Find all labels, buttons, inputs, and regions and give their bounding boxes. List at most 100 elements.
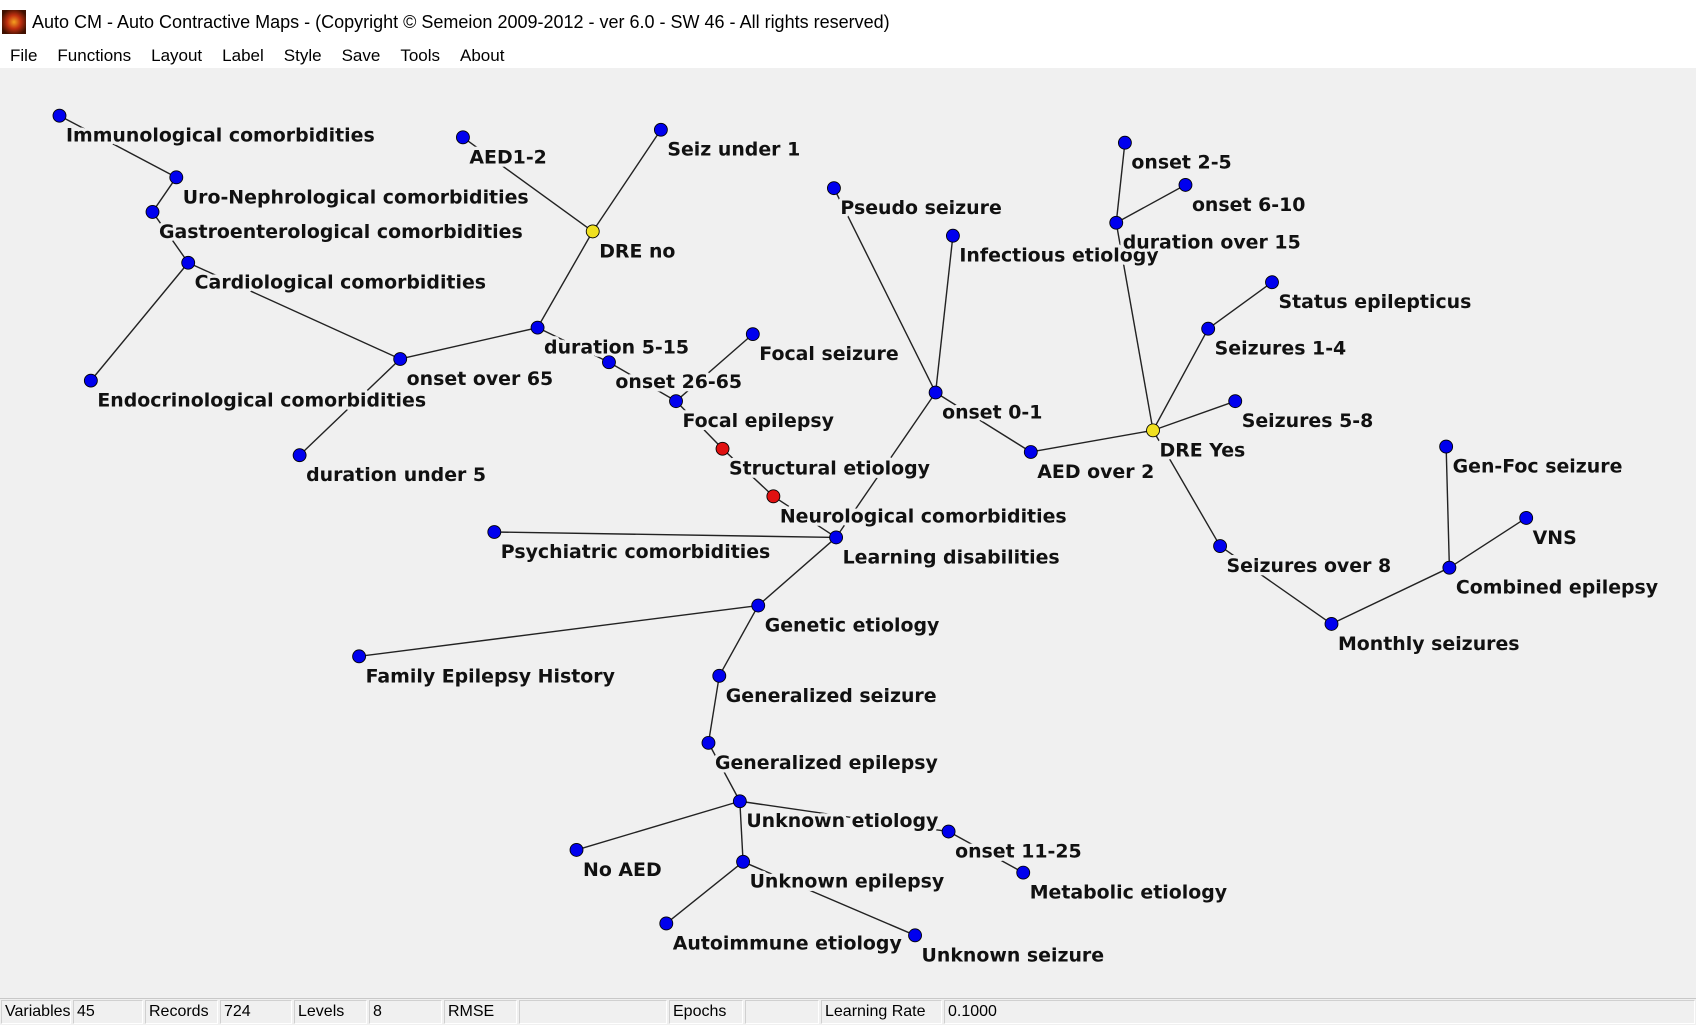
node-cardio[interactable] xyxy=(181,255,196,270)
node-unketi[interactable] xyxy=(732,794,747,809)
menu-save[interactable]: Save xyxy=(341,46,381,65)
node-genfoc[interactable] xyxy=(1439,439,1454,454)
node-label-unkseiz[interactable]: Unknown seizure xyxy=(918,941,1107,969)
node-label-seiz1[interactable]: Seiz under 1 xyxy=(664,135,803,163)
menu-tools[interactable]: Tools xyxy=(400,46,440,65)
node-label-seiz8[interactable]: Seizures over 8 xyxy=(1223,552,1394,580)
node-uro[interactable] xyxy=(169,170,184,185)
node-label-combined[interactable]: Combined epilepsy xyxy=(1453,573,1662,601)
node-label-dur15[interactable]: duration over 15 xyxy=(1119,228,1303,256)
node-label-onset25[interactable]: onset 2-5 xyxy=(1128,148,1235,176)
node-dur5[interactable] xyxy=(292,448,307,463)
node-label-genepi[interactable]: Generalized epilepsy xyxy=(712,749,941,777)
node-focalseiz[interactable] xyxy=(745,327,760,342)
node-label-seiz58[interactable]: Seizures 5-8 xyxy=(1238,407,1376,435)
node-family[interactable] xyxy=(352,649,367,664)
node-aed12[interactable] xyxy=(456,130,470,145)
map-canvas[interactable] xyxy=(0,68,1696,998)
learning-rate-label: Learning Rate xyxy=(821,1000,942,1024)
node-label-unketi[interactable]: Unknown etiology xyxy=(743,807,942,835)
menu-layout[interactable]: Layout xyxy=(151,46,203,65)
node-label-onset65[interactable]: onset over 65 xyxy=(403,365,556,393)
node-unkepi[interactable] xyxy=(736,854,751,869)
node-onset01[interactable] xyxy=(928,385,943,400)
node-label-focalepi[interactable]: Focal epilepsy xyxy=(679,407,837,435)
node-seiz58[interactable] xyxy=(1228,394,1243,409)
node-infect[interactable] xyxy=(945,228,960,243)
node-onset1125[interactable] xyxy=(941,824,956,839)
node-endo[interactable] xyxy=(83,373,98,388)
node-label-family[interactable]: Family Epilepsy History xyxy=(362,662,618,690)
node-label-monthly[interactable]: Monthly seizures xyxy=(1335,630,1523,658)
node-label-unkepi[interactable]: Unknown epilepsy xyxy=(746,868,947,896)
node-label-dreno[interactable]: DRE no xyxy=(596,237,679,265)
node-unkseiz[interactable] xyxy=(908,928,922,943)
menu-label[interactable]: Label xyxy=(222,46,264,65)
node-label-genetic[interactable]: Genetic etiology xyxy=(761,611,942,639)
node-monthly[interactable] xyxy=(1324,616,1339,631)
node-label-onset1125[interactable]: onset 11-25 xyxy=(952,837,1085,865)
node-label-onset2665[interactable]: onset 26-65 xyxy=(612,368,745,396)
node-pseudo[interactable] xyxy=(827,181,841,196)
node-label-immuno[interactable]: Immunological comorbidities xyxy=(63,121,378,149)
node-label-neuro[interactable]: Neurological comorbidities xyxy=(777,502,1070,530)
menu-file[interactable]: File xyxy=(10,46,38,65)
node-seiz8[interactable] xyxy=(1213,539,1228,553)
node-onset25[interactable] xyxy=(1117,135,1132,150)
node-label-learn[interactable]: Learning disabilities xyxy=(839,543,1063,571)
menu-about[interactable]: About xyxy=(460,46,505,65)
node-noaed[interactable] xyxy=(569,842,584,857)
node-genepi[interactable] xyxy=(701,735,716,750)
menu-style[interactable]: Style xyxy=(283,46,322,65)
node-onset65[interactable] xyxy=(393,352,408,366)
node-label-focalseiz[interactable]: Focal seizure xyxy=(756,340,902,368)
node-seiz1[interactable] xyxy=(653,122,668,137)
node-dreno[interactable] xyxy=(585,224,600,239)
node-label-genseiz[interactable]: Generalized seizure xyxy=(723,682,940,710)
node-label-dur515[interactable]: duration 5-15 xyxy=(541,333,692,361)
node-metab[interactable] xyxy=(1016,865,1031,880)
node-label-struct[interactable]: Structural etiology xyxy=(726,454,933,482)
node-label-cardio[interactable]: Cardiological comorbidities xyxy=(191,268,489,296)
node-vns[interactable] xyxy=(1519,511,1534,525)
node-dur15[interactable] xyxy=(1109,215,1124,230)
node-label-infect[interactable]: Infectious etiology xyxy=(956,241,1162,269)
node-label-aed12[interactable]: AED1-2 xyxy=(466,143,550,171)
node-gastro[interactable] xyxy=(145,205,160,219)
node-label-psych[interactable]: Psychiatric comorbidities xyxy=(498,538,774,566)
menu-functions[interactable]: Functions xyxy=(57,46,132,65)
node-genseiz[interactable] xyxy=(712,668,727,683)
node-label-noaed[interactable]: No AED xyxy=(580,856,665,884)
node-focalepi[interactable] xyxy=(669,394,683,409)
node-struct[interactable] xyxy=(715,441,730,456)
node-autoimm[interactable] xyxy=(659,916,674,931)
node-label-onset610[interactable]: onset 6-10 xyxy=(1189,191,1309,219)
node-onset2665[interactable] xyxy=(602,355,616,370)
node-seiz14[interactable] xyxy=(1201,321,1216,336)
node-label-autoimm[interactable]: Autoimmune etiology xyxy=(670,929,906,957)
node-label-vns[interactable]: VNS xyxy=(1529,524,1580,552)
node-onset610[interactable] xyxy=(1178,177,1193,192)
node-label-dur5[interactable]: duration under 5 xyxy=(303,461,489,489)
node-aed2[interactable] xyxy=(1023,445,1038,459)
node-genetic[interactable] xyxy=(751,598,766,613)
node-label-onset01[interactable]: onset 0-1 xyxy=(939,398,1046,426)
node-label-pseudo[interactable]: Pseudo seizure xyxy=(837,194,1005,222)
node-label-aed2[interactable]: AED over 2 xyxy=(1034,458,1158,486)
node-dur515[interactable] xyxy=(530,320,545,335)
node-label-status[interactable]: Status epilepticus xyxy=(1275,288,1474,316)
node-label-dreyes[interactable]: DRE Yes xyxy=(1156,436,1248,464)
node-label-endo[interactable]: Endocrinological comorbidities xyxy=(94,386,429,414)
node-dreyes[interactable] xyxy=(1146,423,1160,438)
node-neuro[interactable] xyxy=(766,489,781,504)
node-label-gastro[interactable]: Gastroenterological comorbidities xyxy=(156,218,526,246)
node-label-metab[interactable]: Metabolic etiology xyxy=(1026,878,1230,906)
node-label-genfoc[interactable]: Gen-Foc seizure xyxy=(1449,452,1625,480)
node-learn[interactable] xyxy=(829,530,844,545)
node-psych[interactable] xyxy=(487,525,502,539)
node-combined[interactable] xyxy=(1442,560,1457,575)
node-status[interactable] xyxy=(1265,275,1279,290)
node-label-seiz14[interactable]: Seizures 1-4 xyxy=(1211,334,1349,362)
node-immuno[interactable] xyxy=(52,108,67,123)
node-label-uro[interactable]: Uro-Nephrological comorbidities xyxy=(180,183,532,211)
